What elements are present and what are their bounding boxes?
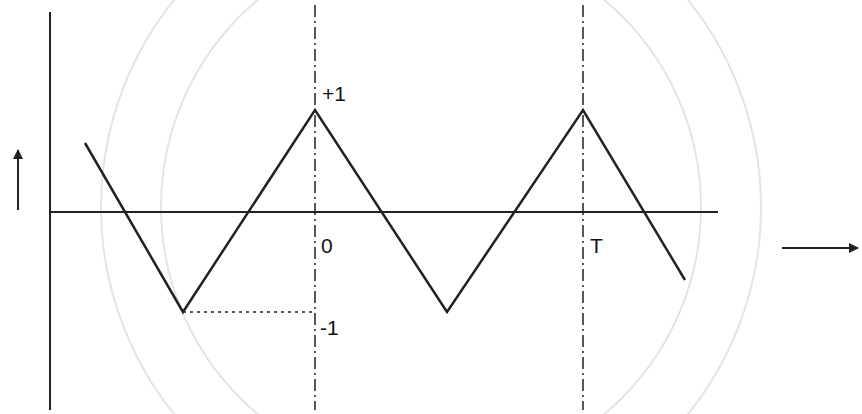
peak-value: +1: [320, 82, 348, 105]
amplitude-arrow: [17, 150, 19, 210]
triangle-wave: [85, 110, 685, 312]
reference-line: [314, 5, 316, 410]
watermark-seal: [101, 0, 761, 414]
reference-line: [582, 5, 584, 410]
origin-label: 0: [319, 234, 335, 257]
trough-value: -1: [318, 316, 341, 339]
level-line: [183, 311, 312, 313]
x-axis: [50, 211, 718, 213]
time-arrow: [782, 247, 858, 249]
period-label: T: [588, 234, 605, 257]
